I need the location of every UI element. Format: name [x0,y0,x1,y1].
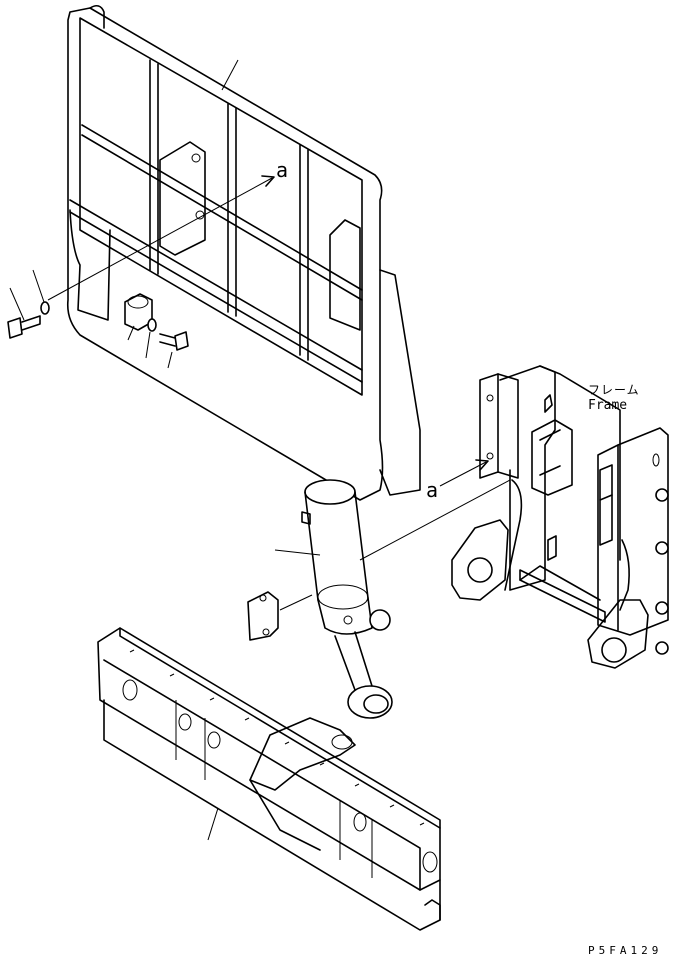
carriage-frame [451,365,669,669]
reference-line-a-top [47,175,275,301]
reference-letter-a-top: a [276,158,289,182]
reference-letter-a-bottom: a [426,478,439,502]
drawing-code: P5FA129 [588,944,663,957]
frame-label-japanese: フレーム [588,383,640,397]
hydraulic-cylinder [247,479,511,719]
frame-label-english: Frame [588,398,628,413]
fork-carriage [97,627,441,931]
fastener-set [7,59,239,369]
load-backrest [66,4,421,501]
reference-line-a-bottom [439,459,489,487]
